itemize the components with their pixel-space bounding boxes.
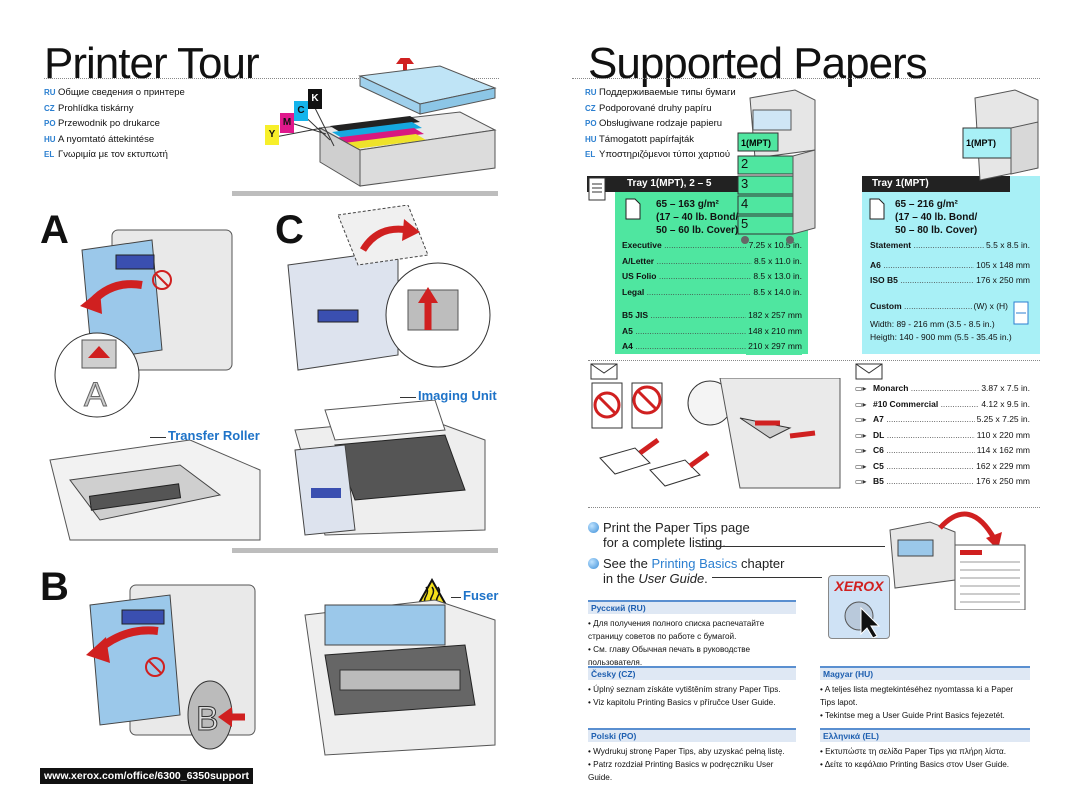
toner-label-magenta: M: [280, 113, 294, 133]
size-row: A6105 x 148 mm: [870, 257, 1030, 273]
sheet-icon: [869, 198, 885, 220]
support-url-link[interactable]: www.xerox.com/office/6300_6350support: [40, 768, 254, 784]
lang-block-po: Polski (PO) • Wydrukuj stronę Paper Tips…: [588, 728, 796, 784]
front-door-a-illustration: A: [54, 229, 233, 418]
printing-basics-link[interactable]: Printing Basics: [651, 556, 738, 571]
imaging-unit-callout: Imaging Unit: [418, 388, 497, 403]
size-row: US Folio8.5 x 13.0 in.: [622, 269, 802, 285]
callout-leader: [150, 437, 166, 438]
envelope-row: ▭▸B5176 x 250 mm: [855, 474, 1030, 490]
bullet-icon: [588, 522, 599, 533]
print-paper-tips-illustration: [889, 511, 1026, 610]
toner-label-cyan: C: [294, 101, 308, 121]
size-row: A5148 x 210 mm: [622, 323, 802, 339]
toner-label-black: K: [308, 89, 322, 109]
title-divider: [572, 78, 1040, 79]
section-b-label: B: [40, 565, 69, 609]
size-row: A4210 x 297 mm: [622, 339, 802, 355]
size-row: Statement5.5 x 8.5 in.: [870, 238, 1030, 254]
tray-1-mpt-size-list: Statement5.5 x 8.5 in. A6105 x 148 mm IS…: [870, 238, 1030, 314]
open-cover-c-illustration: [287, 205, 491, 371]
lang-block-el: Ελληνικά (EL) • Εκτυπώστε τη σελίδα Pape…: [820, 728, 1030, 771]
side-door-b-illustration: B: [86, 584, 256, 750]
tip-leader-line: [712, 577, 822, 578]
toner-cartridges-illustration: [269, 58, 497, 187]
envelope-row: ▭▸DL110 x 220 mm: [855, 427, 1030, 443]
svg-text:B: B: [196, 700, 219, 738]
tray-number: 4: [741, 196, 749, 211]
custom-size-ranges: Width: 89 - 216 mm (3.5 - 8.5 in.) Heigt…: [870, 319, 1012, 342]
envelope-row: ▭▸Monarch3.87 x 7.5 in.: [855, 381, 1030, 397]
size-row: B5 JIS182 x 257 mm: [622, 308, 802, 324]
tray-number: 5: [741, 216, 749, 231]
envelope-loading-illustration: [591, 378, 841, 489]
printer-with-trays-illustration: 1(MPT): [737, 89, 816, 244]
size-row: Legal8.5 x 14.0 in.: [622, 284, 802, 300]
tray-1-5-size-list: Executive7.25 x 10.5 in. A/Letter8.5 x 1…: [622, 238, 802, 355]
size-row: A/Letter8.5 x 11.0 in.: [622, 253, 802, 269]
page-title-printer-tour: Printer Tour: [44, 39, 260, 88]
transfer-roller-callout: Transfer Roller: [168, 428, 260, 443]
svg-text:1(MPT): 1(MPT): [966, 138, 996, 148]
fuser-callout: Fuser: [463, 588, 499, 603]
fuser-illustration: [304, 599, 496, 756]
envelope-icon: [590, 363, 618, 380]
tray-number: 2: [741, 156, 749, 171]
paper-tips-instruction: Print the Paper Tips page for a complete…: [588, 520, 750, 550]
tray-1-5-header: Tray 1(MPT), 2 – 5: [587, 176, 769, 192]
bullet-icon: [588, 558, 599, 569]
tray-1-5-weights: 65 – 163 g/m² (17 – 40 lb. Bond/ 50 – 60…: [656, 199, 739, 236]
tray-1-mpt-weights: 65 – 216 g/m² (17 – 40 lb. Bond/ 50 – 80…: [895, 199, 978, 236]
size-row: ISO B5176 x 250 mm: [870, 273, 1030, 289]
envelope-row: ▭▸C6114 x 162 mm: [855, 443, 1030, 459]
callout-leader: [400, 397, 416, 398]
mpt-label: 1(MPT): [741, 138, 771, 148]
envelope-row: ▭▸A75.25 x 7.25 in.: [855, 412, 1030, 428]
user-guide-cd-icon: XEROX: [828, 575, 890, 639]
lang-block-hu: Magyar (HU) • A teljes lista megtekintés…: [820, 666, 1030, 722]
tip-leader-line: [700, 546, 885, 547]
section-divider: [232, 548, 498, 553]
envelope-icon: [855, 363, 883, 380]
page-title-supported-papers: Supported Papers: [588, 39, 928, 88]
envelope-size-list: ▭▸Monarch3.87 x 7.5 in. ▭▸#10 Commercial…: [855, 381, 1030, 490]
section-divider: [232, 191, 498, 196]
envelope-row: ▭▸C5162 x 229 mm: [855, 458, 1030, 474]
toner-label-yellow: Y: [265, 125, 279, 145]
custom-size-icon: [1013, 301, 1029, 325]
lang-block-cz: Česky (CZ) • Úplný seznam získáte vytišt…: [588, 666, 796, 709]
printing-basics-instruction: See the Printing Basics chapter in the U…: [588, 556, 784, 586]
tips-divider: [588, 507, 1040, 508]
section-c-label: C: [275, 208, 304, 252]
section-a-label: A: [40, 208, 69, 252]
tray-1-mpt-header: Tray 1(MPT): [862, 176, 1010, 192]
envelope-row: ▭▸#10 Commercial4.12 x 9.5 in.: [855, 396, 1030, 412]
imaging-unit-illustration: [294, 400, 486, 536]
paper-stack-icon: [588, 177, 606, 201]
size-row: Custom(W) x (H): [870, 298, 1030, 314]
transfer-roller-illustration: [49, 440, 261, 541]
lang-block-ru: Русский (RU) • Для получения полного спи…: [588, 600, 796, 669]
title-divider: [44, 78, 499, 79]
sheet-icon: [625, 198, 641, 220]
tray-number: 3: [741, 176, 749, 191]
svg-text:A: A: [84, 376, 107, 414]
callout-leader: [451, 597, 461, 598]
envelope-divider: [588, 360, 1040, 361]
printer-mpt-illustration: 1(MPT): [962, 89, 1039, 181]
